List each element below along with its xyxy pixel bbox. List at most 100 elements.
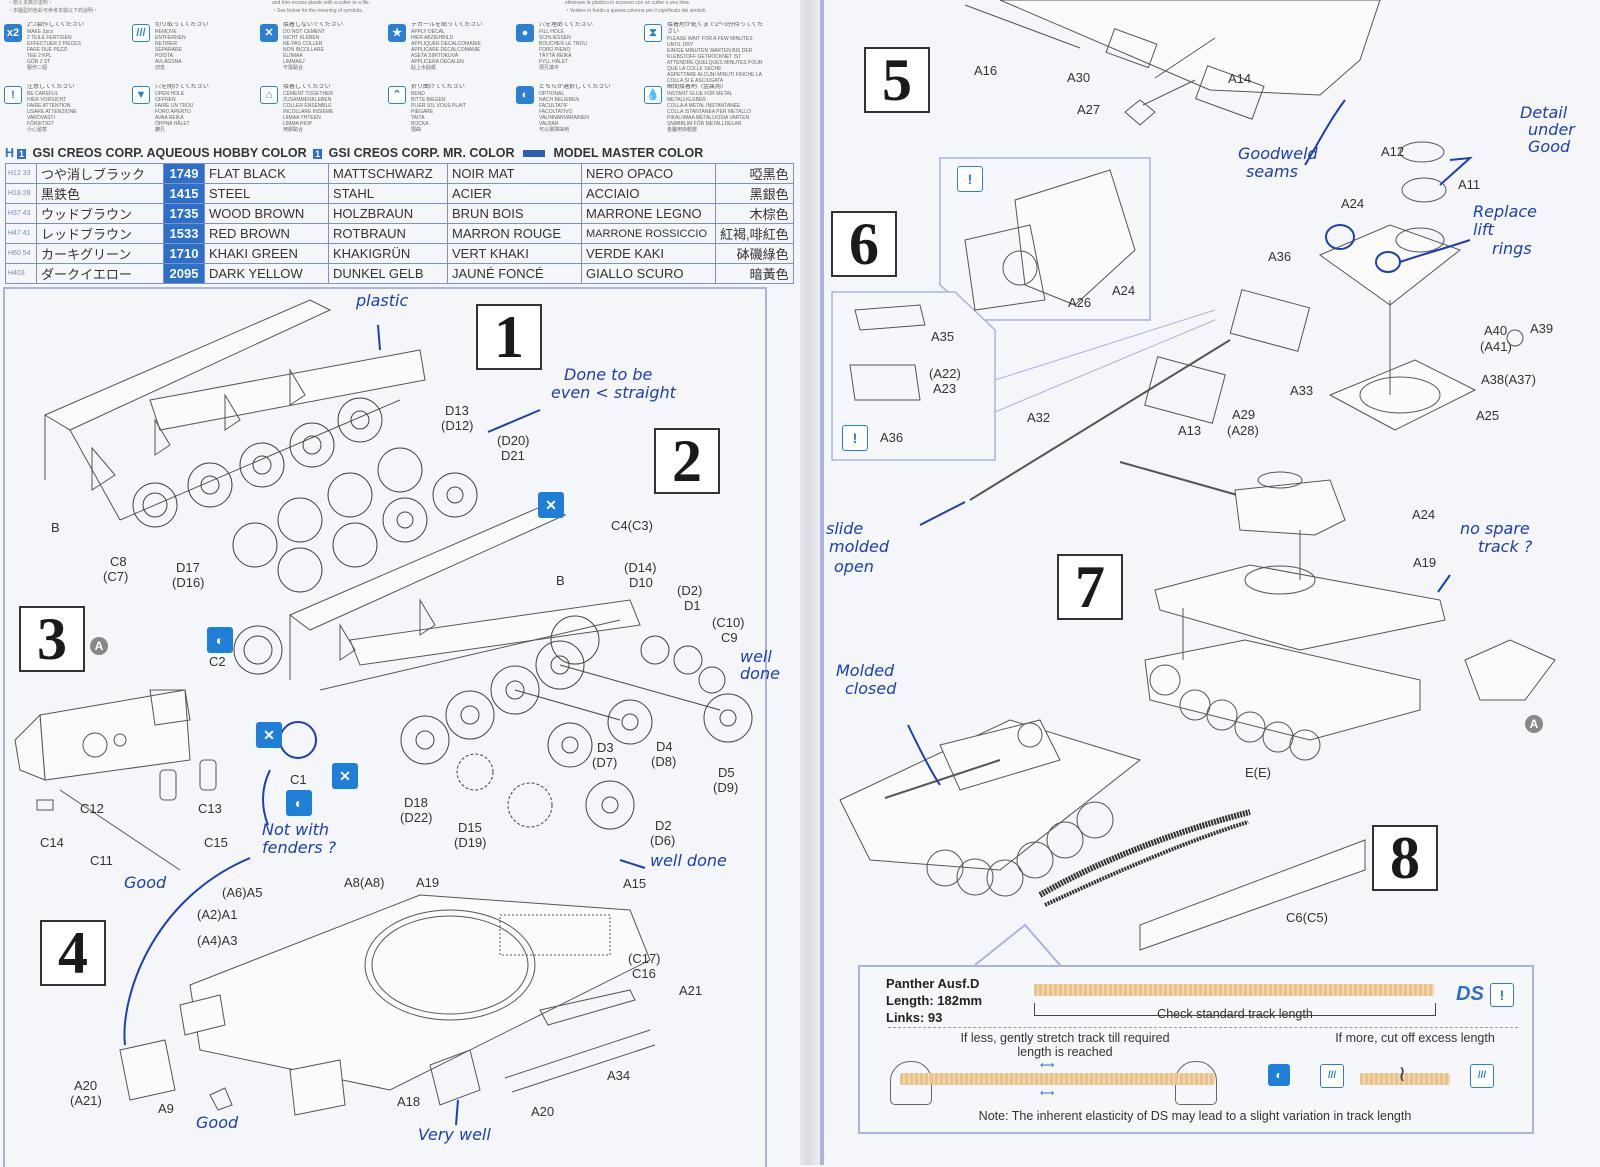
bend-icon: ⌃ <box>388 86 406 104</box>
step6-inset-box-2 <box>831 291 996 461</box>
label-a11: A11 <box>1458 177 1481 192</box>
note-well-done-2: done <box>740 664 780 683</box>
molded-closed-line <box>907 724 941 786</box>
note-slide-1: slide <box>826 519 864 538</box>
well-done-line <box>619 859 646 869</box>
label-c1: C1 <box>290 772 307 787</box>
label-a25: A25 <box>1476 408 1500 423</box>
header-note-it-1: eliminare la plastica in eccesso con un … <box>565 0 691 6</box>
do-not-cement-icon: ✕ <box>332 763 358 789</box>
ds-logo: DS <box>1456 983 1484 1005</box>
legend-line: CEMENT TOGETHER <box>283 91 334 97</box>
header-note-jp-1: ・揃え多数の塗料・ <box>8 0 54 6</box>
note-good-weld-2: seams <box>1246 162 1298 181</box>
legend-line: 切去 <box>155 65 166 71</box>
legend-line: AVLÄGSNA <box>155 59 182 65</box>
note-molded-closed-1: Molded <box>836 661 895 680</box>
legend-line: 把孔填平 <box>539 65 560 71</box>
english-name: KHAKI GREEN <box>204 243 329 264</box>
optional-icon: ◐ <box>207 627 233 653</box>
label-c9: C9 <box>721 630 738 645</box>
label-a20-left: A20 <box>74 1078 98 1093</box>
label-c8: C8 <box>110 554 127 569</box>
legend-title: 注意してください <box>27 84 75 90</box>
label-d14: (D14) <box>624 560 657 575</box>
legend-line: LIIMAA YHTEEN <box>283 115 321 121</box>
legend-title: 瞬間接着剤（金属用） <box>667 84 728 90</box>
stretch-arrow-icon: ⟷ <box>1040 1060 1055 1071</box>
french-name: MARRON ROUGE <box>447 223 582 244</box>
label-d20: (D20) <box>497 433 530 448</box>
legend-line: AVAA REIKÄ <box>155 115 184 121</box>
legend-line: 2 TEILE FERTIGEN <box>27 35 72 41</box>
track-divider <box>888 1027 1518 1028</box>
if-less-caption-1: If less, gently stretch track till requi… <box>960 1031 1170 1045</box>
do-not-cement-icon: ✕ <box>256 722 282 748</box>
legend-line: ELIIMAA <box>283 53 303 59</box>
detail-annotation-line <box>1439 156 1473 186</box>
label-a29: A29 <box>1232 407 1256 422</box>
legend-line: MAKE 2pcs <box>27 29 54 35</box>
check-length-caption: Check standard track length <box>1157 1007 1313 1021</box>
note-replace-1: Replace <box>1473 202 1538 221</box>
note-well-done-3: well done <box>650 851 727 870</box>
legend-line: INCOLLARE INSIEME <box>283 109 334 115</box>
label-d9: (D9) <box>713 780 739 795</box>
model-master-number: 1749 <box>163 163 205 184</box>
legend-line: VALINNANVARAINEN <box>539 115 589 121</box>
legend-title: 折り曲げてください <box>411 84 465 90</box>
german-name: DUNKEL GELB <box>328 263 448 284</box>
legend-line: APPLY DECAL <box>411 29 445 35</box>
step-number-8: 8 <box>1372 825 1438 891</box>
note-replace-3: rings <box>1492 239 1532 258</box>
label-d16: (D16) <box>172 575 205 590</box>
label-a35: A35 <box>931 329 955 344</box>
legend-title: 接着してください <box>283 84 331 90</box>
legend-line: METALLKLEBER <box>667 97 706 103</box>
legend-line: OPTIONAL <box>539 91 565 97</box>
label-d3: D3 <box>597 740 614 755</box>
label-c12: C12 <box>80 801 104 816</box>
italian-name: ACCIAIO <box>581 183 716 204</box>
legend-line: 不需黏合 <box>283 65 304 71</box>
legend-line: TEE 2 KPL <box>27 53 52 59</box>
french-name: JAUNÉ FONCÉ <box>447 263 582 284</box>
note-replace-2: lift <box>1473 220 1494 239</box>
label-d4: D4 <box>656 739 673 754</box>
label-d7: (D7) <box>592 755 618 770</box>
step2-roadwheels <box>233 615 753 830</box>
legend-line: APPLICARE DECALCOMANIE <box>411 47 481 53</box>
trackbox-callout <box>974 923 1061 966</box>
step6-mantlet-drawing <box>849 169 1136 401</box>
cut-break-icon: ≀ <box>1398 1061 1407 1086</box>
legend-line: BITTE BIEGEN <box>411 97 446 103</box>
legend-line: BEND <box>411 91 425 97</box>
legend-line: 摺曲 <box>411 127 422 133</box>
done-even-arrow <box>487 409 541 433</box>
label-b-step2: B <box>556 573 565 588</box>
legend-title: 接着剤が乾くまで2～3分待ってください <box>667 22 764 35</box>
label-d2: D2 <box>655 818 672 833</box>
label-a15: A15 <box>623 876 647 891</box>
optional-icon: ◐ <box>1268 1064 1290 1086</box>
note-well-done-1: well <box>740 647 772 666</box>
optional-icon: ◐ <box>286 790 312 816</box>
label-a8-a8: A8(A8) <box>344 875 385 890</box>
track-measure-bracket <box>1034 1003 1436 1016</box>
label-c14: C14 <box>40 835 64 850</box>
label-a19-step4: A19 <box>416 875 440 890</box>
legend-line: FARE DUE PEZZI <box>27 47 68 53</box>
step-number-1: 1 <box>476 304 542 370</box>
legend-line: ENTFERNEN <box>155 35 186 41</box>
stretch-track-image <box>900 1073 1215 1085</box>
cut-track-image <box>1360 1073 1450 1085</box>
be-careful-icon: ! <box>1490 983 1514 1007</box>
label-a30: A30 <box>1067 70 1091 85</box>
legend-line: NACH BELIEBEN <box>539 97 580 103</box>
track-length-box: Panther Ausf.D Length: 182mm Links: 93 C… <box>858 965 1534 1134</box>
be-careful-icon: ! <box>4 86 22 104</box>
